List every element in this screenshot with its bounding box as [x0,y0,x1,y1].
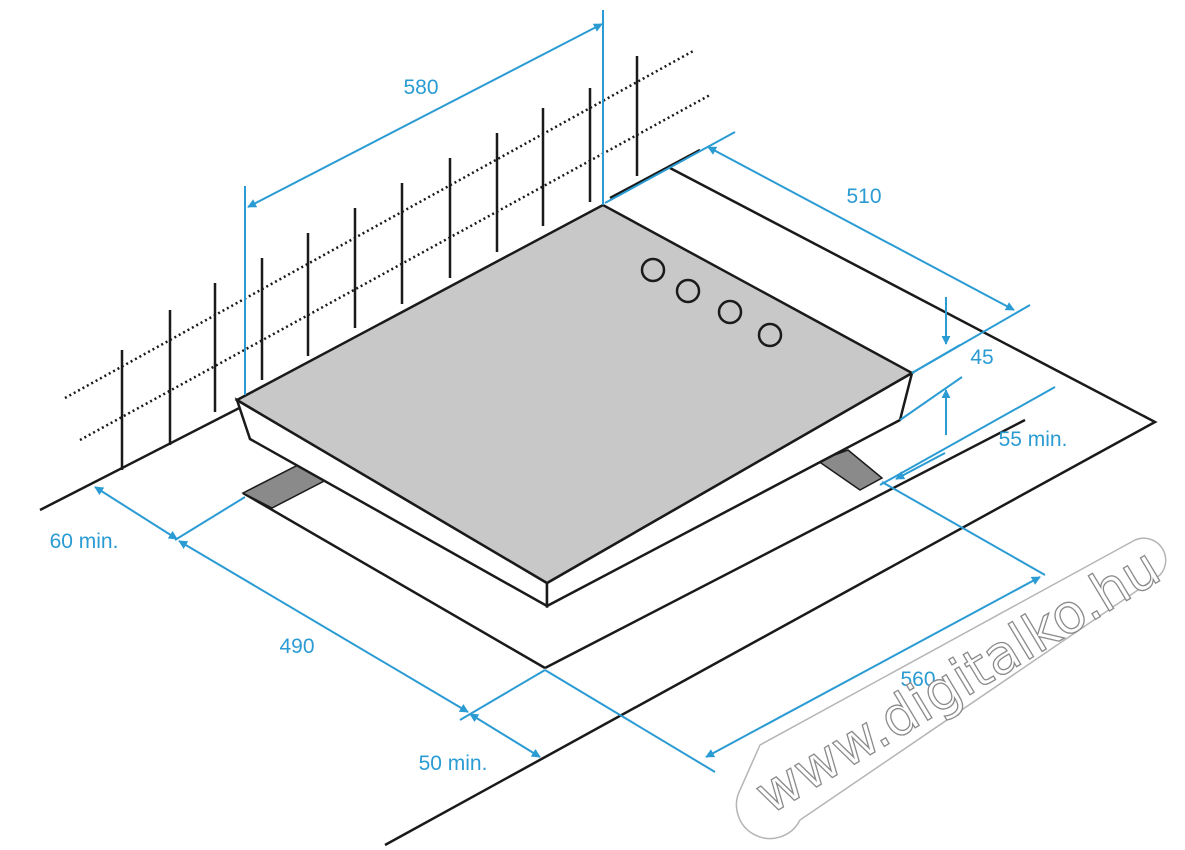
ext-560-left [544,669,716,773]
watermark-text: www.digitalko.hu [744,535,1170,826]
label-hob-width: 580 [403,76,438,99]
ext-45-top [911,344,961,374]
label-hob-height: 45 [970,346,993,369]
hob [234,203,915,609]
knob-3-icon [717,299,743,325]
hob-top-surface [234,203,915,585]
dimension-lines [94,10,1056,773]
knob-2-icon [675,278,701,304]
dim-55 [895,452,946,480]
ext-510-back [604,131,736,204]
label-hob-depth: 510 [846,185,881,208]
label-front-clearance: 50 min. [419,752,488,775]
label-rear-clearance: 55 min. [999,428,1068,451]
dim-580 [247,23,603,208]
label-cutout-width: 560 [900,668,935,691]
dim-510 [707,146,1015,311]
dim-50 [469,713,541,758]
ext-55 [879,386,1056,486]
dim-490 [178,540,469,713]
ext-50 [459,669,546,721]
ext-60 [174,496,246,541]
dim-60 [94,486,178,540]
ext-45-bottom [899,376,963,421]
dimension-labels: 580 510 45 55 min. 60 min. 490 50 min. 5… [50,76,1068,775]
knob-4-icon [757,322,783,348]
dim-560 [705,576,1041,758]
label-side-clearance: 60 min. [50,530,119,553]
control-knobs [640,257,783,348]
knob-1-icon [640,257,666,283]
ext-560-right [881,481,1046,576]
label-cutout-depth: 490 [279,635,314,658]
watermark: www.digitalko.hu [735,535,1171,840]
watermark-ring [735,537,1167,840]
